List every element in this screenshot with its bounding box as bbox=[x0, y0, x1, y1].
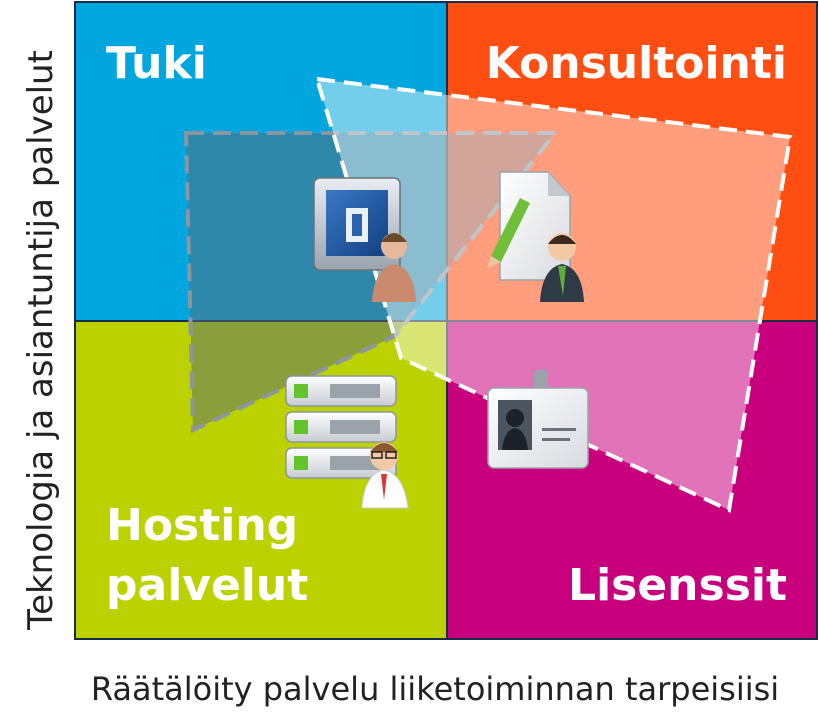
label-tuki: Tuki bbox=[106, 38, 207, 89]
x-axis-label: Räätälöity palvelu liiketoiminnan tarpei… bbox=[91, 670, 779, 708]
overlap-region-grey bbox=[183, 131, 560, 434]
id-badge-icon bbox=[487, 370, 589, 469]
support-monitor-icon bbox=[313, 177, 416, 302]
y-axis-label: Teknologia ja asiantuntija palvelut bbox=[21, 50, 61, 631]
consultant-document-icon bbox=[487, 171, 584, 302]
server-rack-icon bbox=[285, 375, 409, 509]
label-hosting-line1: Hosting bbox=[106, 500, 298, 551]
quadrant-lisenssit bbox=[447, 321, 817, 639]
label-lisenssit: Lisenssit bbox=[568, 560, 787, 611]
label-hosting-line2: palvelut bbox=[106, 560, 308, 611]
label-konsultointi: Konsultointi bbox=[486, 38, 787, 89]
